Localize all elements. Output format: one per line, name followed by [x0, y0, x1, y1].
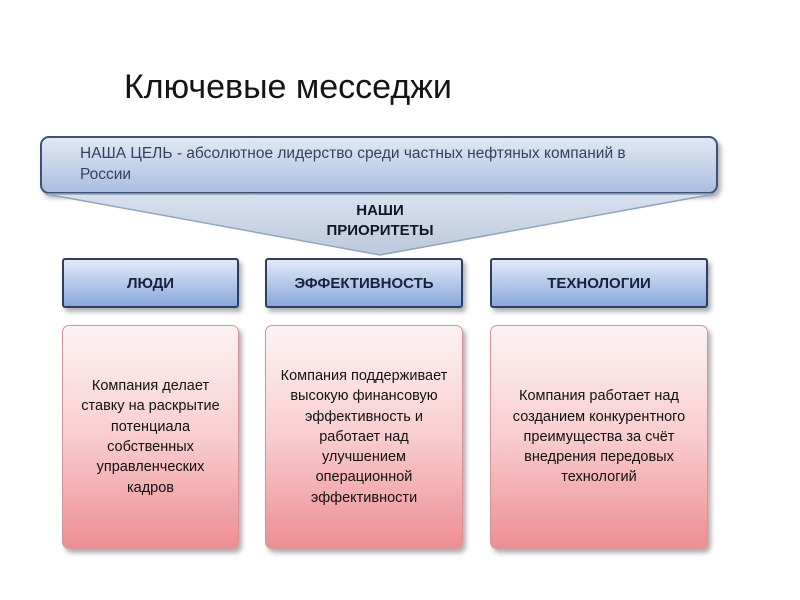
goal-text: НАША ЦЕЛЬ - абсолютное лидерство среди ч… [80, 145, 626, 183]
column-header-technology: ТЕХНОЛОГИИ [490, 258, 708, 308]
column-body-technology: Компания работает над созданием конкурен… [490, 325, 708, 549]
column-body-efficiency: Компания поддерживает высокую финансовую… [265, 325, 463, 549]
column-body-efficiency-text: Компания поддерживает высокую финансовую… [280, 367, 448, 506]
funnel-arrow-shape [45, 193, 715, 256]
priorities-label: НАШИ ПРИОРИТЕТЫ [326, 202, 434, 239]
column-body-technology-text: Компания работает над созданием конкурен… [512, 388, 686, 486]
column-body-people: Компания делает ставку на раскрытие поте… [62, 325, 239, 549]
goal-banner: НАША ЦЕЛЬ - абсолютное лидерство среди ч… [40, 136, 718, 194]
page-title: Ключевые месседжи [124, 68, 452, 106]
column-header-people: ЛЮДИ [62, 258, 239, 308]
column-body-people-text: Компания делает ставку на раскрытие поте… [81, 378, 220, 496]
column-header-efficiency: ЭФФЕКТИВНОСТЬ [265, 258, 463, 308]
